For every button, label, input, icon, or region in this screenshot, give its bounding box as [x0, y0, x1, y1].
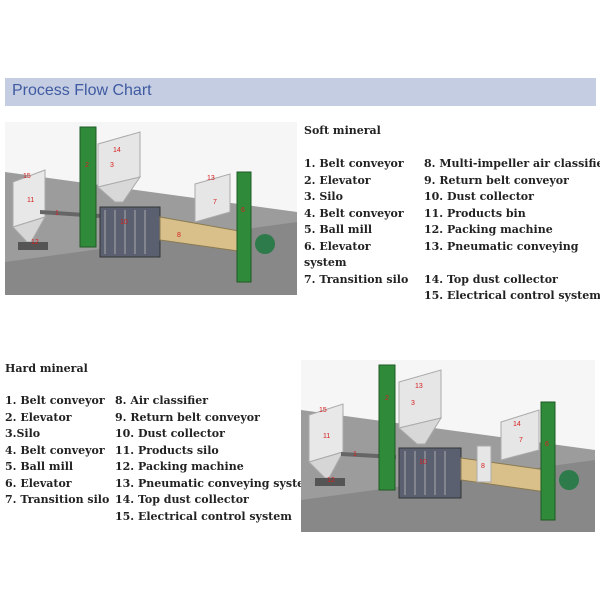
svg-text:10: 10: [120, 219, 128, 226]
list-item: 5. Ball mill: [304, 223, 373, 236]
list-item: 7. Transition silo: [5, 493, 110, 506]
list-item: 13. Pneumatic conveying: [424, 239, 579, 253]
list-item: 11. Products bin: [424, 206, 526, 220]
list-item: 9. Return belt conveyor: [424, 173, 569, 187]
list-item: 14. Top dust collector: [115, 493, 249, 506]
svg-text:13: 13: [415, 383, 423, 390]
plant-illustration-hard: 15 11 12 2 13 3 10 14 7 8 6 1: [301, 360, 595, 532]
svg-text:8: 8: [481, 463, 485, 470]
svg-text:6: 6: [241, 207, 245, 214]
hard-list-left: 1. Belt conveyor 2. Elevator 3.Silo 4. B…: [5, 393, 109, 509]
process-diagram-soft: 15 11 12 2 14 3 10 13 7 8 6 1: [5, 122, 297, 295]
hard-mineral-title: Hard mineral: [5, 362, 88, 375]
svg-text:2: 2: [85, 162, 89, 169]
list-item: 6. Elevator: [304, 239, 371, 253]
list-item: 11. Products silo: [115, 443, 219, 457]
list-item: 12. Packing machine: [424, 223, 553, 236]
section-header: Process Flow Chart: [5, 78, 596, 106]
list-item: [424, 255, 600, 272]
svg-text:7: 7: [213, 199, 217, 206]
list-item: 10. Dust collector: [115, 427, 225, 440]
list-item: 1. Belt conveyor: [304, 157, 404, 170]
list-item: 6. Elevator: [5, 476, 72, 490]
svg-text:14: 14: [113, 147, 121, 154]
soft-mineral-title: Soft mineral: [304, 124, 381, 137]
soft-list-right: 8. Multi-impeller air classifier 9. Retu…: [424, 156, 600, 305]
svg-text:6: 6: [545, 441, 549, 448]
svg-text:7: 7: [519, 437, 523, 444]
list-item: 7. Transition silo: [304, 272, 409, 286]
list-item: 2. Elevator: [5, 410, 72, 424]
svg-text:2: 2: [385, 395, 389, 402]
svg-text:15: 15: [23, 173, 31, 180]
list-item: 3. Silo: [304, 190, 343, 203]
svg-text:15: 15: [319, 407, 327, 414]
list-item: 3.Silo: [5, 427, 41, 440]
svg-text:11: 11: [27, 197, 34, 204]
svg-text:12: 12: [31, 239, 39, 246]
list-item: 9. Return belt conveyor: [115, 410, 260, 424]
svg-text:3: 3: [411, 400, 415, 407]
list-item: 15. Electrical control system: [115, 509, 292, 523]
list-item: 8. Air classifier: [115, 394, 209, 407]
list-item: 4. Belt conveyor: [5, 443, 105, 457]
list-item: 12. Packing machine: [115, 460, 244, 473]
page-title: Process Flow Chart: [12, 82, 152, 99]
svg-text:1: 1: [353, 451, 357, 458]
svg-text:14: 14: [513, 421, 521, 428]
hard-list-right: 8. Air classifier 9. Return belt conveyo…: [115, 393, 316, 525]
list-item: 4. Belt conveyor: [304, 206, 404, 220]
svg-text:12: 12: [327, 477, 335, 484]
list-item: 8. Multi-impeller air classifier: [424, 157, 600, 170]
list-item: system: [304, 256, 347, 269]
svg-text:3: 3: [110, 162, 114, 169]
list-item: 15. Electrical control system: [424, 289, 600, 302]
plant-illustration-soft: 15 11 12 2 14 3 10 13 7 8 6 1: [5, 122, 297, 295]
svg-text:10: 10: [419, 459, 427, 466]
list-item: 10. Dust collector: [424, 190, 534, 203]
list-item: 1. Belt conveyor: [5, 394, 105, 407]
list-item: 13. Pneumatic conveying system: [115, 476, 316, 490]
soft-list-left: 1. Belt conveyor 2. Elevator 3. Silo 4. …: [304, 156, 408, 288]
list-item: 5. Ball mill: [5, 460, 74, 473]
process-diagram-hard: 15 11 12 2 13 3 10 14 7 8 6 1: [301, 360, 595, 532]
list-item: 14. Top dust collector: [424, 272, 558, 286]
svg-text:11: 11: [323, 433, 330, 440]
svg-text:13: 13: [207, 175, 215, 182]
svg-text:1: 1: [55, 210, 59, 217]
list-item: 2. Elevator: [304, 173, 371, 187]
svg-text:8: 8: [177, 232, 181, 239]
